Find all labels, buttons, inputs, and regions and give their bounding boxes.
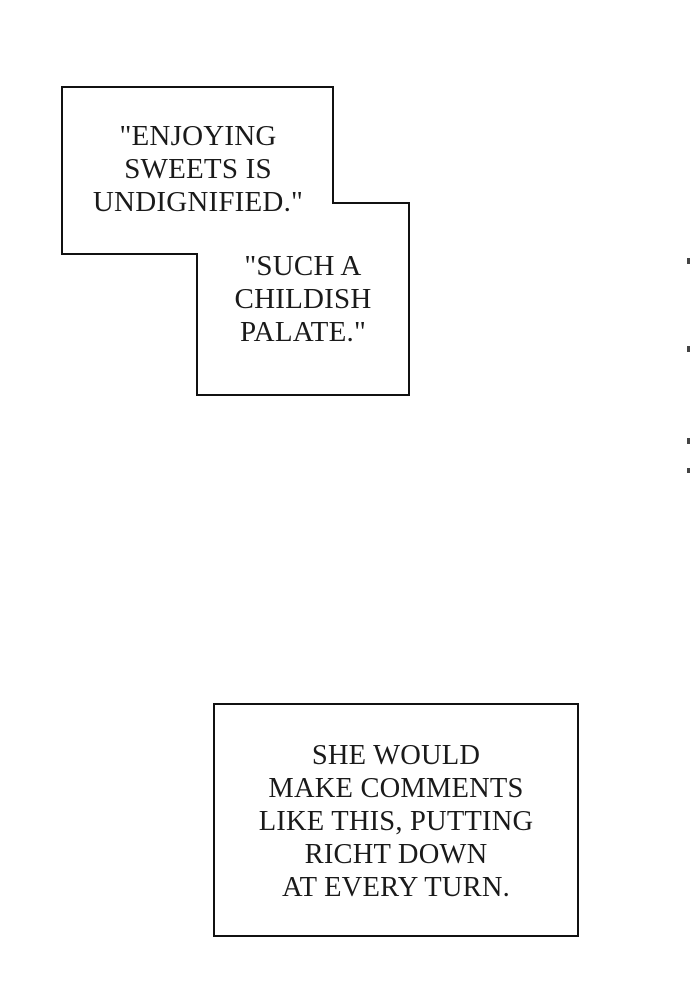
edge-artifact — [687, 438, 690, 444]
caption-line: PALATE." — [240, 316, 366, 348]
edge-artifact — [687, 468, 690, 473]
caption-line: UNDIGNIFIED." — [92, 186, 304, 218]
caption-line: "SUCH A — [244, 250, 362, 282]
caption-enjoying-sweets: "ENJOYING SWEETS IS UNDIGNIFIED." — [62, 120, 334, 219]
caption-line: MAKE COMMENTS — [268, 773, 524, 804]
narration-caption-box — [213, 703, 579, 937]
caption-line: SWEETS IS — [124, 153, 272, 185]
narration-caption-text: SHE WOULD MAKE COMMENTS LIKE THIS, PUTTI… — [213, 739, 579, 904]
edge-artifact — [687, 258, 690, 264]
caption-line: AT EVERY TURN. — [282, 872, 510, 903]
caption-line: CHILDISH — [234, 283, 372, 315]
caption-line: SHE WOULD — [311, 740, 481, 771]
caption-line: "ENJOYING — [119, 120, 277, 152]
edge-artifact — [687, 346, 690, 352]
caption-childish-palate: "SUCH A CHILDISH PALATE." — [197, 250, 409, 349]
caption-line: LIKE THIS, PUTTING — [258, 806, 534, 837]
caption-line: RICHT DOWN — [304, 839, 488, 870]
